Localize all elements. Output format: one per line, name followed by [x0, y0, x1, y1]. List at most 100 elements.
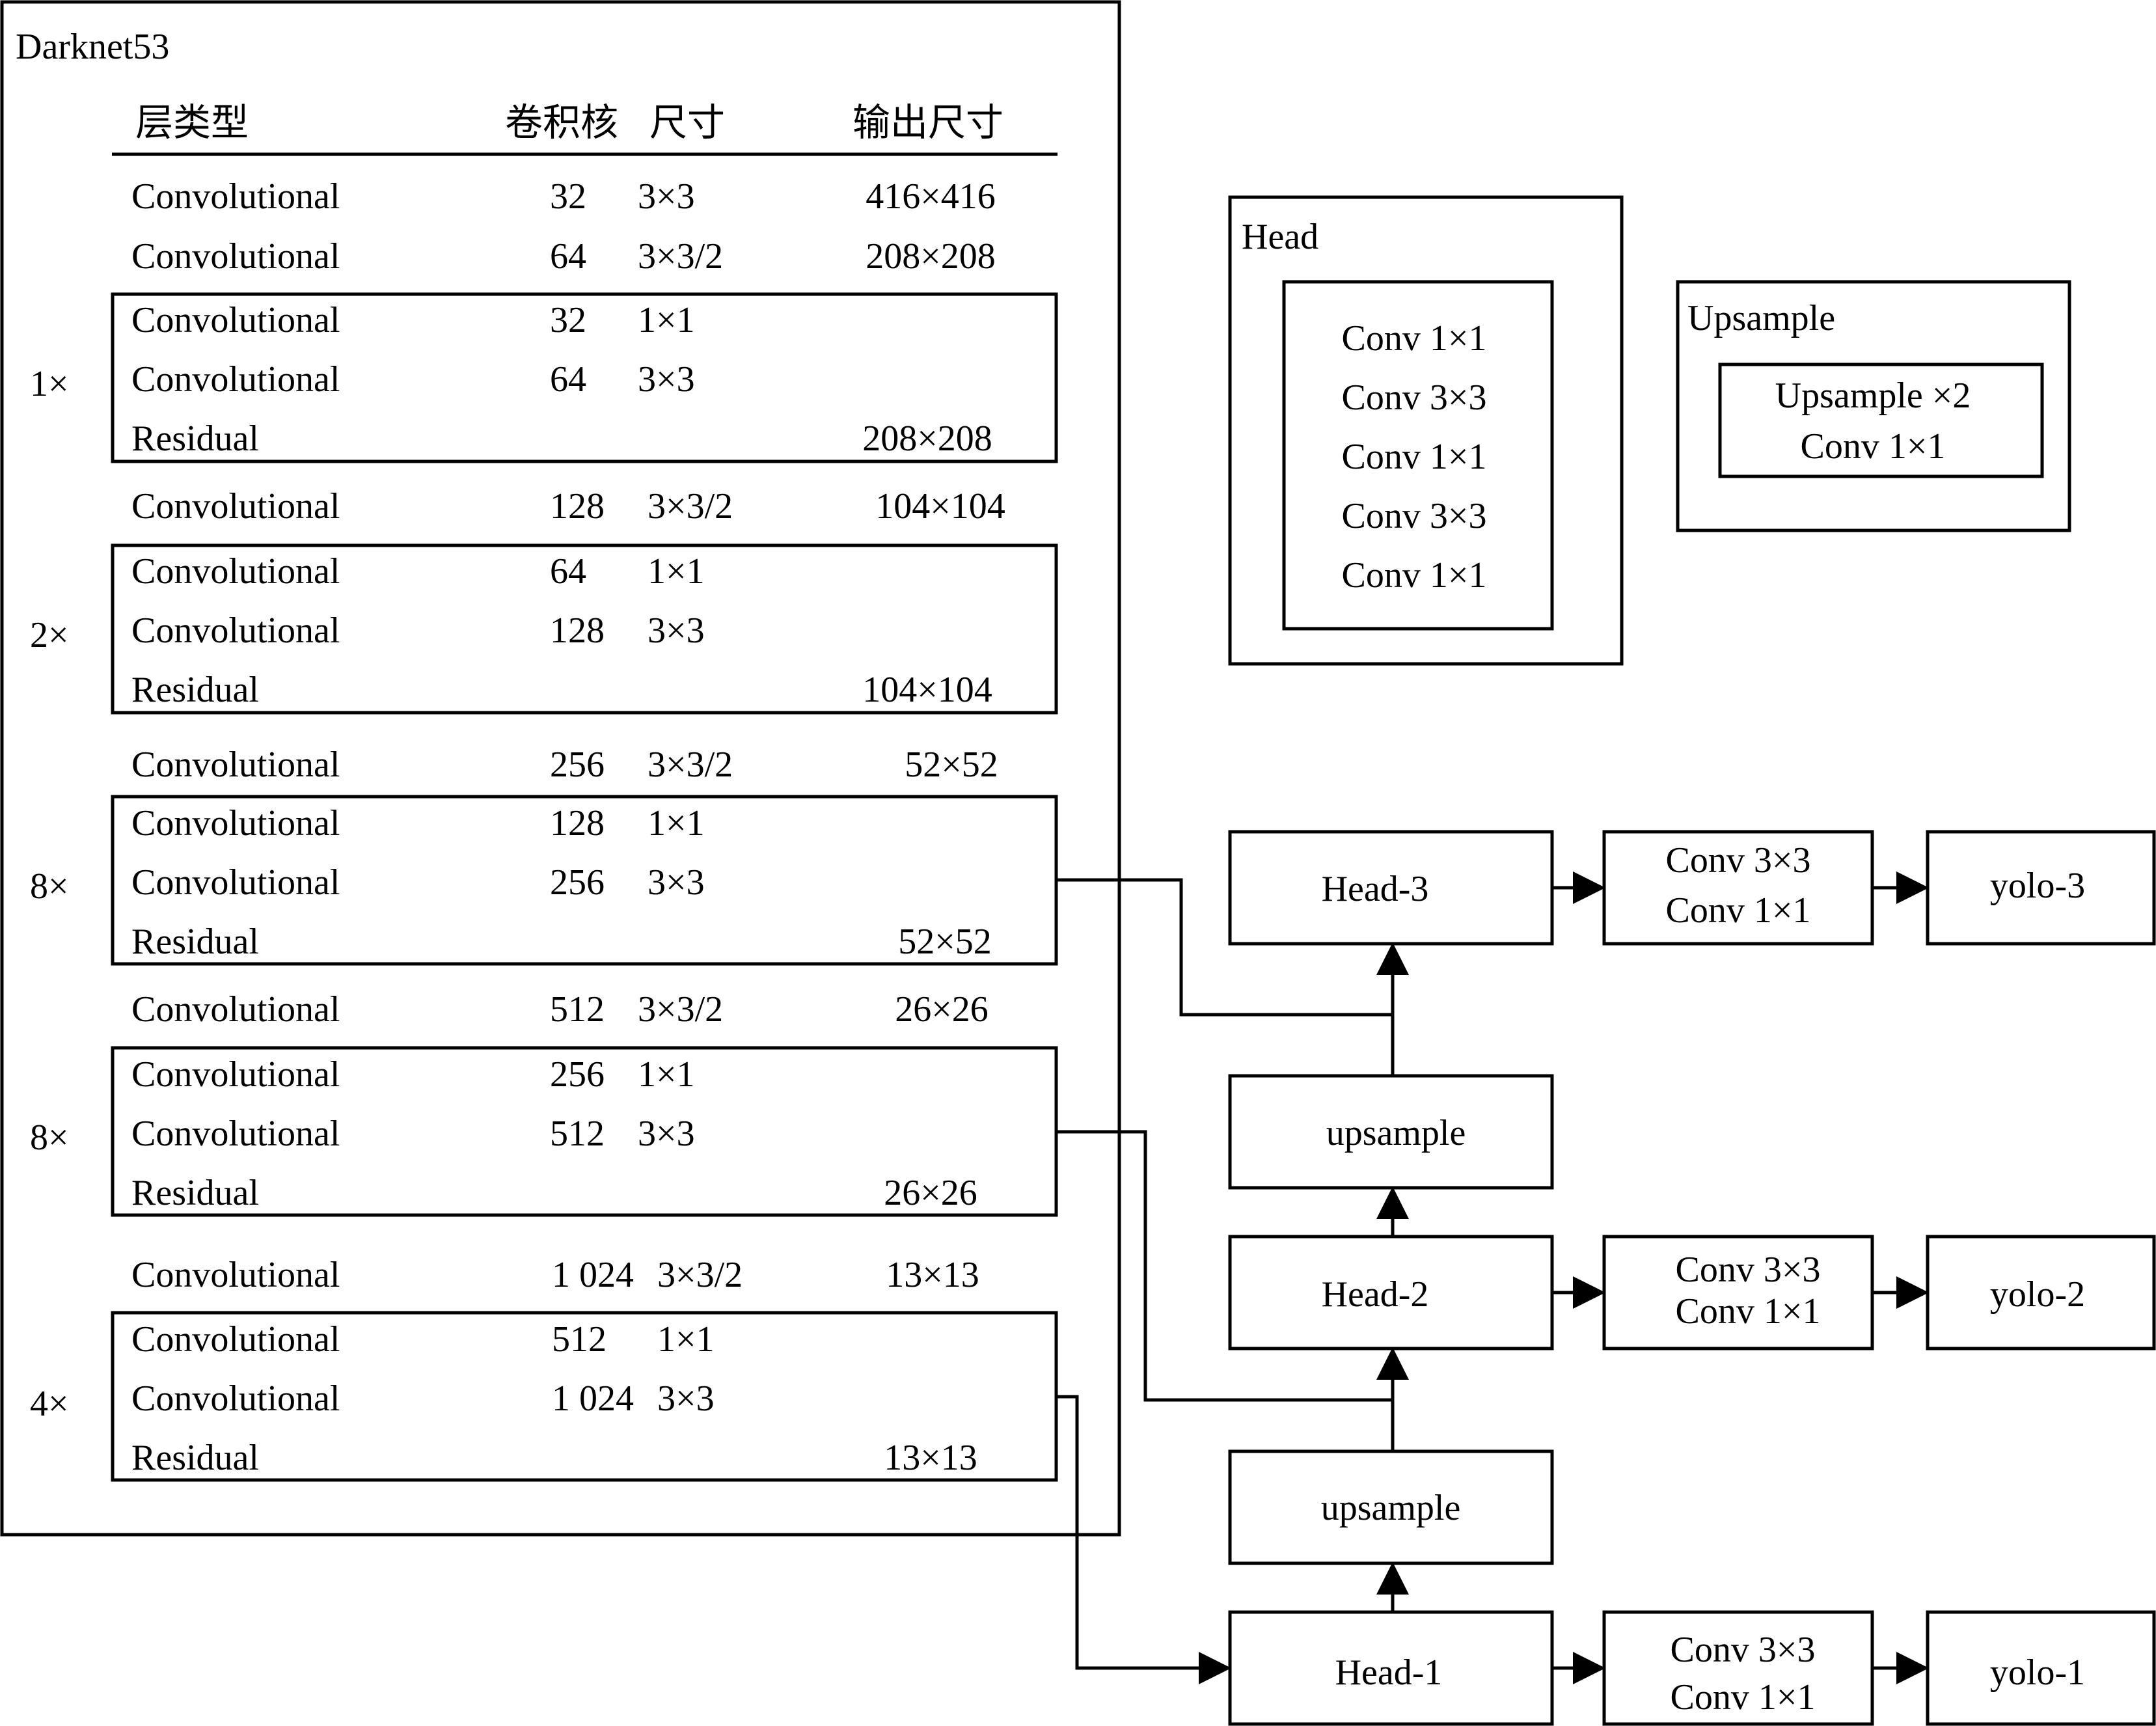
size-cell: 3×3/2 [638, 236, 723, 277]
filters-cell: 32 [550, 300, 586, 340]
size-cell: 3×3 [638, 1114, 695, 1154]
yolo-3-label: yolo-3 [1990, 866, 2085, 906]
residual-group-1 [111, 292, 1058, 463]
size-cell: 3×3/2 [648, 486, 733, 527]
filters-cell: 64 [550, 551, 586, 592]
layer-type-cell: Convolutional [131, 1114, 340, 1154]
layer-type-cell: Convolutional [131, 551, 340, 592]
size-cell: 1×1 [657, 1319, 715, 1360]
output-cell: 13×13 [884, 1438, 977, 1478]
size-cell: 3×3/2 [638, 989, 723, 1030]
head-layer: Conv 3×3 [1342, 496, 1487, 536]
head-legend-frame [1228, 195, 1624, 666]
filters-cell: 64 [550, 359, 586, 400]
filters-cell: 1 024 [552, 1378, 634, 1419]
size-cell: 3×3 [657, 1378, 715, 1419]
residual-group-2 [111, 543, 1058, 715]
repeat-label: 8× [30, 866, 69, 907]
size-cell: 3×3/2 [648, 745, 733, 785]
header-output-size: 输出尺寸 [853, 100, 1003, 144]
output-cell: 26×26 [895, 989, 989, 1030]
layer-type-cell: Convolutional [131, 989, 340, 1030]
layer-type-cell: Convolutional [131, 486, 340, 527]
conv-block-3-line: Conv 1×1 [1666, 890, 1811, 931]
upsample-legend-title: Upsample [1687, 298, 1835, 338]
route-52x52-to-head3 [1056, 878, 1393, 1017]
head-1-label: Head-1 [1335, 1652, 1443, 1693]
layer-type-cell: Residual [131, 1438, 259, 1478]
head-3-label: Head-3 [1322, 869, 1429, 909]
upsample-layer: Conv 1×1 [1801, 426, 1946, 467]
upsample-legend-inner [1718, 363, 2044, 478]
filters-cell: 512 [552, 1319, 607, 1360]
layer-type-cell: Convolutional [131, 236, 340, 277]
layer-type-cell: Convolutional [131, 610, 340, 651]
conv-block-1-line: Conv 3×3 [1671, 1630, 1816, 1670]
darknet53-panel: Darknet53 层类型 卷积核 尺寸 输出尺寸 1× 2× 8× 8× 4×… [0, 0, 1121, 1537]
layer-type-cell: Residual [131, 418, 259, 459]
output-cell: 52×52 [898, 922, 992, 962]
conv-block-1-line: Conv 1×1 [1671, 1677, 1816, 1718]
filters-cell: 512 [550, 989, 605, 1030]
layer-type-cell: Convolutional [131, 1054, 340, 1095]
repeat-label: 1× [30, 364, 69, 404]
filters-cell: 256 [550, 1054, 605, 1095]
upsample-bottom-label: upsample [1321, 1488, 1461, 1528]
layer-type-cell: Residual [131, 1173, 259, 1213]
upsample-layer: Upsample ×2 [1775, 376, 1971, 416]
output-cell: 52×52 [905, 745, 998, 785]
size-cell: 1×1 [648, 551, 705, 592]
output-cell: 26×26 [884, 1173, 977, 1213]
upsample-legend: Upsample Upsample ×2 Conv 1×1 [1676, 280, 2071, 532]
layer-type-cell: Convolutional [131, 1255, 340, 1295]
output-cell: 104×104 [862, 670, 992, 710]
yolo-2-label: yolo-2 [1990, 1274, 2085, 1315]
output-cell: 208×208 [866, 236, 996, 277]
size-cell: 3×3 [638, 359, 695, 400]
layer-type-cell: Convolutional [131, 745, 340, 785]
size-cell: 3×3/2 [657, 1255, 743, 1295]
head-layer: Conv 1×1 [1342, 437, 1487, 477]
layer-type-cell: Residual [131, 670, 259, 710]
layer-type-cell: Convolutional [131, 803, 340, 843]
yolo-1-label: yolo-1 [1990, 1652, 2085, 1693]
connectors [1056, 871, 1929, 1684]
filters-cell: 32 [550, 176, 586, 217]
repeat-label: 4× [30, 1384, 69, 1424]
size-cell: 1×1 [638, 300, 695, 340]
output-cell: 208×208 [862, 418, 992, 459]
head-legend-inner [1282, 280, 1554, 631]
layer-type-cell: Convolutional [131, 1378, 340, 1419]
filters-cell: 256 [550, 745, 605, 785]
size-cell: 3×3 [638, 176, 695, 217]
layer-table: Convolutional 32 3×3 416×416 Convolution… [131, 176, 1005, 1478]
filters-cell: 1 024 [552, 1255, 634, 1295]
upsample-top-label: upsample [1326, 1113, 1466, 1153]
conv-block-2-line: Conv 3×3 [1676, 1250, 1821, 1290]
head-layer: Conv 1×1 [1342, 555, 1487, 596]
detection-pipeline: Head-3 Conv 3×3 Conv 1×1 yolo-3 upsample… [1228, 830, 2156, 1726]
size-cell: 3×3 [648, 862, 705, 903]
repeat-label: 2× [30, 615, 69, 655]
head-2-label: Head-2 [1322, 1274, 1429, 1315]
filters-cell: 128 [550, 803, 605, 843]
head-layer: Conv 3×3 [1342, 377, 1487, 418]
head-legend-title: Head [1242, 217, 1318, 257]
size-cell: 1×1 [648, 803, 705, 843]
upsample-legend-frame [1676, 280, 2071, 532]
darknet53-frame [0, 0, 1121, 1537]
repeat-label: 8× [30, 1117, 69, 1158]
route-13x13-to-head1 [1056, 1395, 1231, 1684]
head-legend: Head Conv 1×1 Conv 3×3 Conv 1×1 Conv 3×3… [1228, 195, 1624, 666]
filters-cell: 512 [550, 1114, 605, 1154]
layer-type-cell: Convolutional [131, 359, 340, 400]
output-cell: 104×104 [875, 486, 1005, 527]
layer-type-cell: Convolutional [131, 300, 340, 340]
output-cell: 416×416 [866, 176, 996, 217]
layer-type-cell: Convolutional [131, 1319, 340, 1360]
head-layer: Conv 1×1 [1342, 318, 1487, 359]
filters-cell: 64 [550, 236, 586, 277]
header-size: 尺寸 [649, 100, 725, 144]
layer-type-cell: Convolutional [131, 862, 340, 903]
